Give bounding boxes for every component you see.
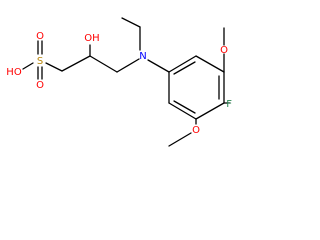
ring-bond-1 <box>168 55 197 73</box>
atom-label-sulfonic-hydroxyl: HO <box>6 67 22 78</box>
bond-ethyl-ch3 <box>121 17 141 28</box>
atom-label-methoxy-oxygen-top: O <box>220 45 228 56</box>
bond-o-methyl-bottom <box>168 132 192 147</box>
bond-ch2-n <box>116 58 140 73</box>
ring-bond-5 <box>168 102 197 120</box>
atom-label-secondary-hydroxyl: OH <box>84 33 99 44</box>
bond-s-oh <box>22 62 34 70</box>
chemical-structure-diagram: S O O HO OH N O F O <box>6 17 232 147</box>
bond-choh-ch2n <box>89 55 118 73</box>
atom-label-sulfonyl-oxygen-bottom: O <box>36 80 44 91</box>
bond-lines <box>22 17 231 147</box>
atom-label-fluorine: F <box>226 99 232 110</box>
atom-label-sulfonyl-oxygen-top: O <box>36 31 44 42</box>
bond-s-ch2 <box>45 62 63 72</box>
bond-n-ring <box>147 59 170 73</box>
bond-ch2-choh <box>61 55 91 72</box>
atom-label-amine-nitrogen: N <box>139 51 146 62</box>
ring-bond-2 <box>195 55 225 73</box>
ring-bond-1-inner <box>173 61 196 75</box>
atom-label-methoxy-oxygen-bottom: O <box>192 125 200 136</box>
atom-labels: S O O HO OH N O F O <box>6 31 232 136</box>
ring-bond-4 <box>195 102 225 120</box>
ring-bond-5-inner <box>173 100 196 114</box>
atom-label-sulfur: S <box>37 56 43 67</box>
